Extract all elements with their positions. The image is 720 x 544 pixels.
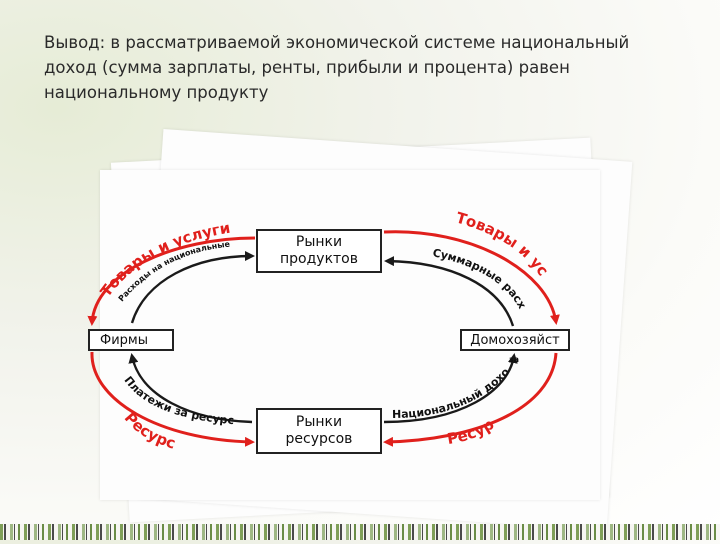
flow-resources-right [383, 352, 558, 447]
flow-income [383, 353, 518, 424]
flow-expenses-right [384, 256, 515, 327]
label-resources-right: Ресурсы [0, 0, 498, 448]
decorative-stripe-pattern [0, 524, 720, 540]
node-products-market-line2: продуктов [280, 251, 358, 267]
decorative-stripe-bar [0, 524, 720, 540]
node-products-market: Рынки продуктов [256, 229, 382, 273]
flow-expenses-left [130, 251, 255, 324]
label-resources-left: Ресурсы [0, 0, 178, 453]
node-resources-market-line1: Рынки [295, 414, 343, 430]
label-income-extra: за [509, 355, 519, 364]
node-resources-market-line2: ресурсов [285, 431, 353, 447]
label-payments: Платежи за ресурсы [0, 0, 235, 427]
flow-goods-left [87, 236, 256, 326]
slide-title: Вывод: в рассматриваемой экономической с… [44, 33, 630, 102]
flow-resources-left [90, 351, 255, 447]
node-products-market-line1: Рынки [295, 234, 343, 250]
label-income: Национальный доход [0, 0, 512, 421]
node-firms: Фирмы [88, 329, 174, 351]
flow-payments [128, 353, 253, 424]
node-resources-market: Рынки ресурсов [256, 408, 382, 454]
node-households: Домохозяйст [460, 329, 570, 351]
flow-goods-right [383, 230, 560, 325]
